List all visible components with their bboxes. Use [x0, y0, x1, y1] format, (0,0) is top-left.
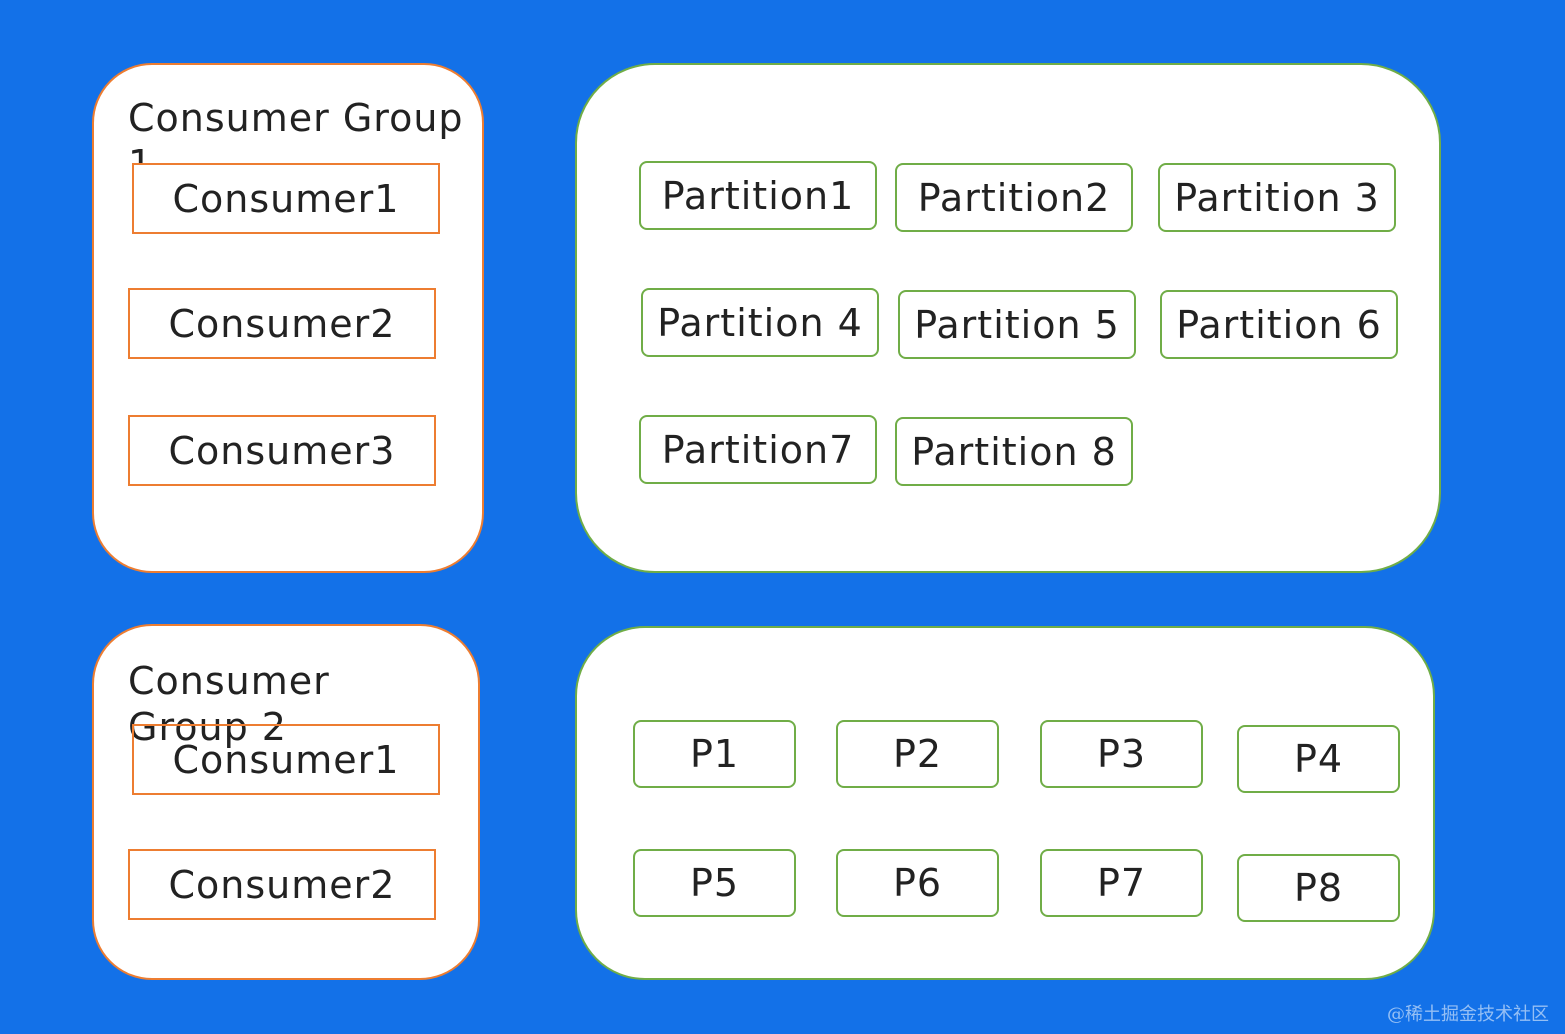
- partition-p1: P1: [633, 720, 796, 788]
- source-credit: @稀土掘金技术社区: [1387, 1004, 1549, 1025]
- partition-p7: P7: [1040, 849, 1203, 917]
- partition-2: Partition2: [895, 163, 1133, 232]
- consumer-group-2-panel: Consumer Group 2: [92, 624, 480, 980]
- partition-3: Partition 3: [1158, 163, 1396, 232]
- group-2-consumer-2: Consumer2: [128, 849, 436, 920]
- partition-6: Partition 6: [1160, 290, 1398, 359]
- consumer-group-2-title: Consumer Group 2: [128, 659, 330, 749]
- partition-p2: P2: [836, 720, 999, 788]
- group-1-consumer-3: Consumer3: [128, 415, 436, 486]
- partition-p8: P8: [1237, 854, 1400, 922]
- partition-p6: P6: [836, 849, 999, 917]
- partition-4: Partition 4: [641, 288, 879, 357]
- partition-p4: P4: [1237, 725, 1400, 793]
- topic-partitions-panel-bottom: [575, 626, 1435, 980]
- group-2-consumer-1: Consumer1: [132, 724, 440, 795]
- partition-7: Partition7: [639, 415, 877, 484]
- partition-1: Partition1: [639, 161, 877, 230]
- partition-p3: P3: [1040, 720, 1203, 788]
- group-1-consumer-2: Consumer2: [128, 288, 436, 359]
- partition-8: Partition 8: [895, 417, 1133, 486]
- partition-5: Partition 5: [898, 290, 1136, 359]
- partition-p5: P5: [633, 849, 796, 917]
- group-1-consumer-1: Consumer1: [132, 163, 440, 234]
